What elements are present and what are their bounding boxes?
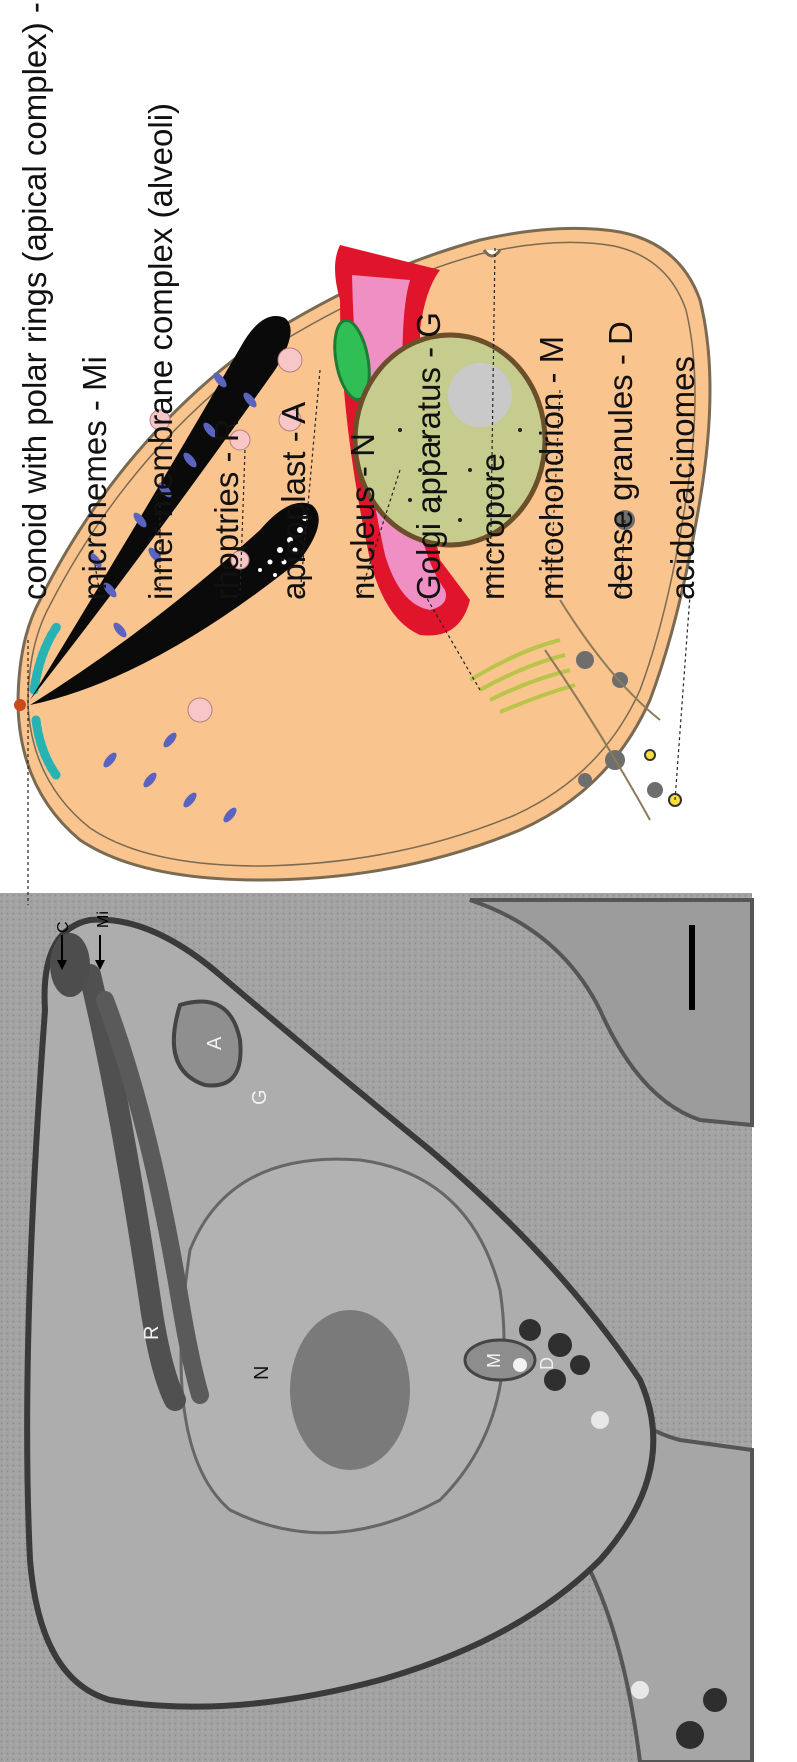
micrograph-dense-granule [519, 1319, 541, 1341]
label-golgi-apparatus: Golgi apparatus - G [412, 312, 445, 600]
micrograph-label-c: C [55, 921, 72, 933]
micrograph-label-g: G [249, 1089, 271, 1105]
electron-micrograph: C Mi A G R N M D [0, 893, 752, 1762]
label-mitochondrion: mitochondrion - M [535, 336, 568, 600]
micrograph-dense-granule [570, 1355, 590, 1375]
micrograph-dense-granule [703, 1688, 727, 1712]
micrograph-vacuole [513, 1358, 527, 1372]
micrograph-label-r: R [141, 1326, 163, 1340]
label-acidocalcinomes: acidocalcinomes [666, 356, 699, 600]
micrograph-dense-granule [544, 1369, 566, 1391]
label-inner-membrane-complex: inner membrane complex (alveoli) [144, 103, 177, 600]
micrograph-label-a: A [204, 1036, 226, 1050]
label-apicoplast: apicoplast - A [277, 402, 310, 600]
micrograph-conoid [50, 933, 90, 997]
nucleus [355, 335, 545, 545]
label-conoid: conoid with polar rings (apical complex)… [18, 0, 51, 600]
micrograph-dense-granule [676, 1721, 704, 1749]
micrograph-vacuole [631, 1681, 649, 1699]
micropore-notch [484, 250, 500, 256]
micrograph-label-mi: Mi [95, 911, 112, 928]
apex-tip [14, 699, 26, 711]
label-micronemes: micronemes - Mi [78, 356, 111, 600]
label-dense-granules: dense granules - D [604, 321, 637, 600]
micrograph-label-m: M [484, 1353, 504, 1368]
micrograph-dense-granule [548, 1333, 572, 1357]
label-nucleus: nucleus - N [346, 433, 379, 600]
label-rhoptries: rhoptries - R [210, 418, 243, 600]
acidocalcisome [645, 750, 655, 760]
nucleolus [448, 363, 512, 427]
micrograph-label-d: D [537, 1357, 557, 1370]
label-micropore: micropore [476, 453, 509, 600]
micrograph-nucleolus [290, 1310, 410, 1470]
micrograph-label-n: N [251, 1366, 273, 1380]
micrograph-vacuole [591, 1411, 609, 1429]
